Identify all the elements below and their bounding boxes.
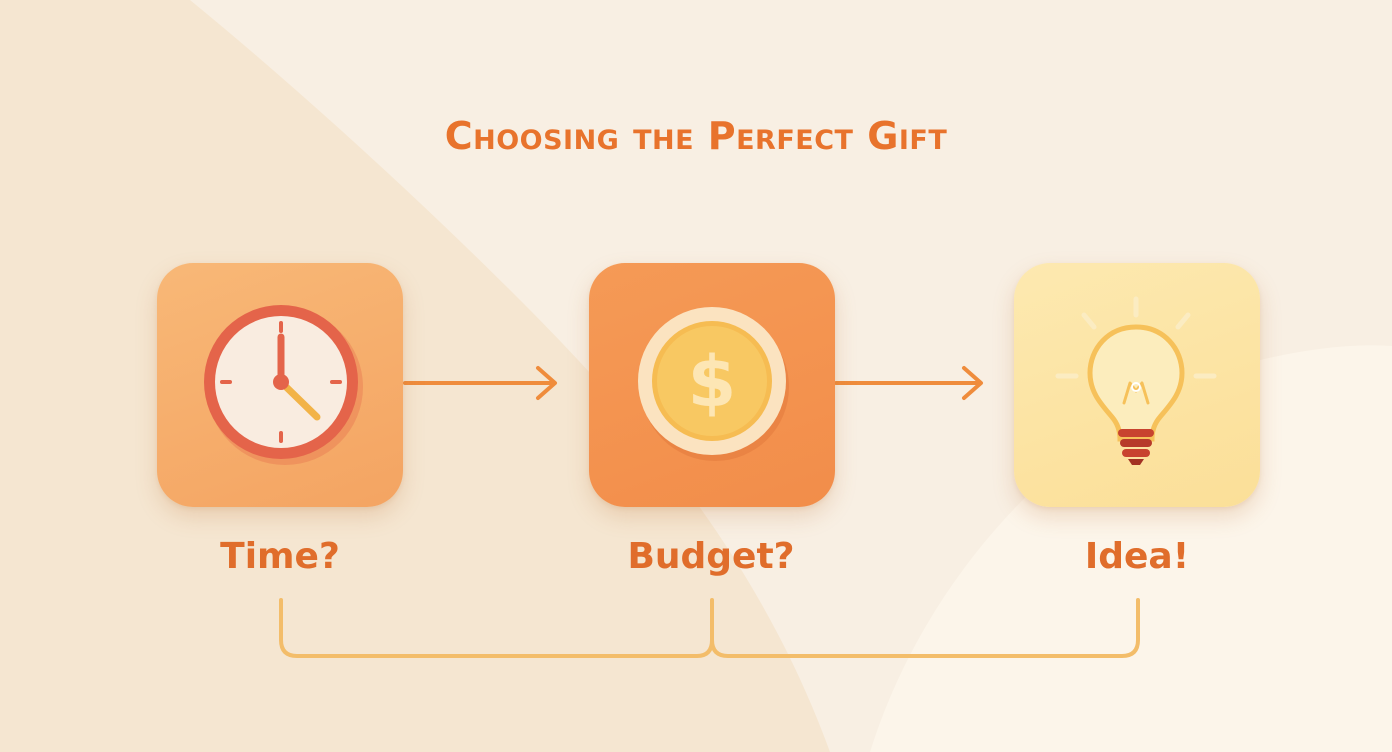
step-card-budget: $ <box>589 263 835 507</box>
step-label-budget: Budget? <box>627 536 795 577</box>
dollar-symbol: $ <box>688 341 737 423</box>
step-card-time <box>157 263 403 507</box>
lightbulb-icon <box>1055 296 1217 465</box>
arrow-time-to-budget <box>403 366 557 400</box>
diagram-title: Choosing the Perfect Gift <box>444 114 948 158</box>
step-card-idea <box>1014 263 1260 507</box>
dollar-coin-icon: $ <box>638 307 789 461</box>
arrow-budget-to-idea <box>834 366 983 400</box>
step-label-idea: Idea! <box>1084 536 1190 577</box>
clock-icon <box>204 305 363 465</box>
bottom-bracket <box>279 598 1140 658</box>
step-label-time: Time? <box>220 536 340 577</box>
